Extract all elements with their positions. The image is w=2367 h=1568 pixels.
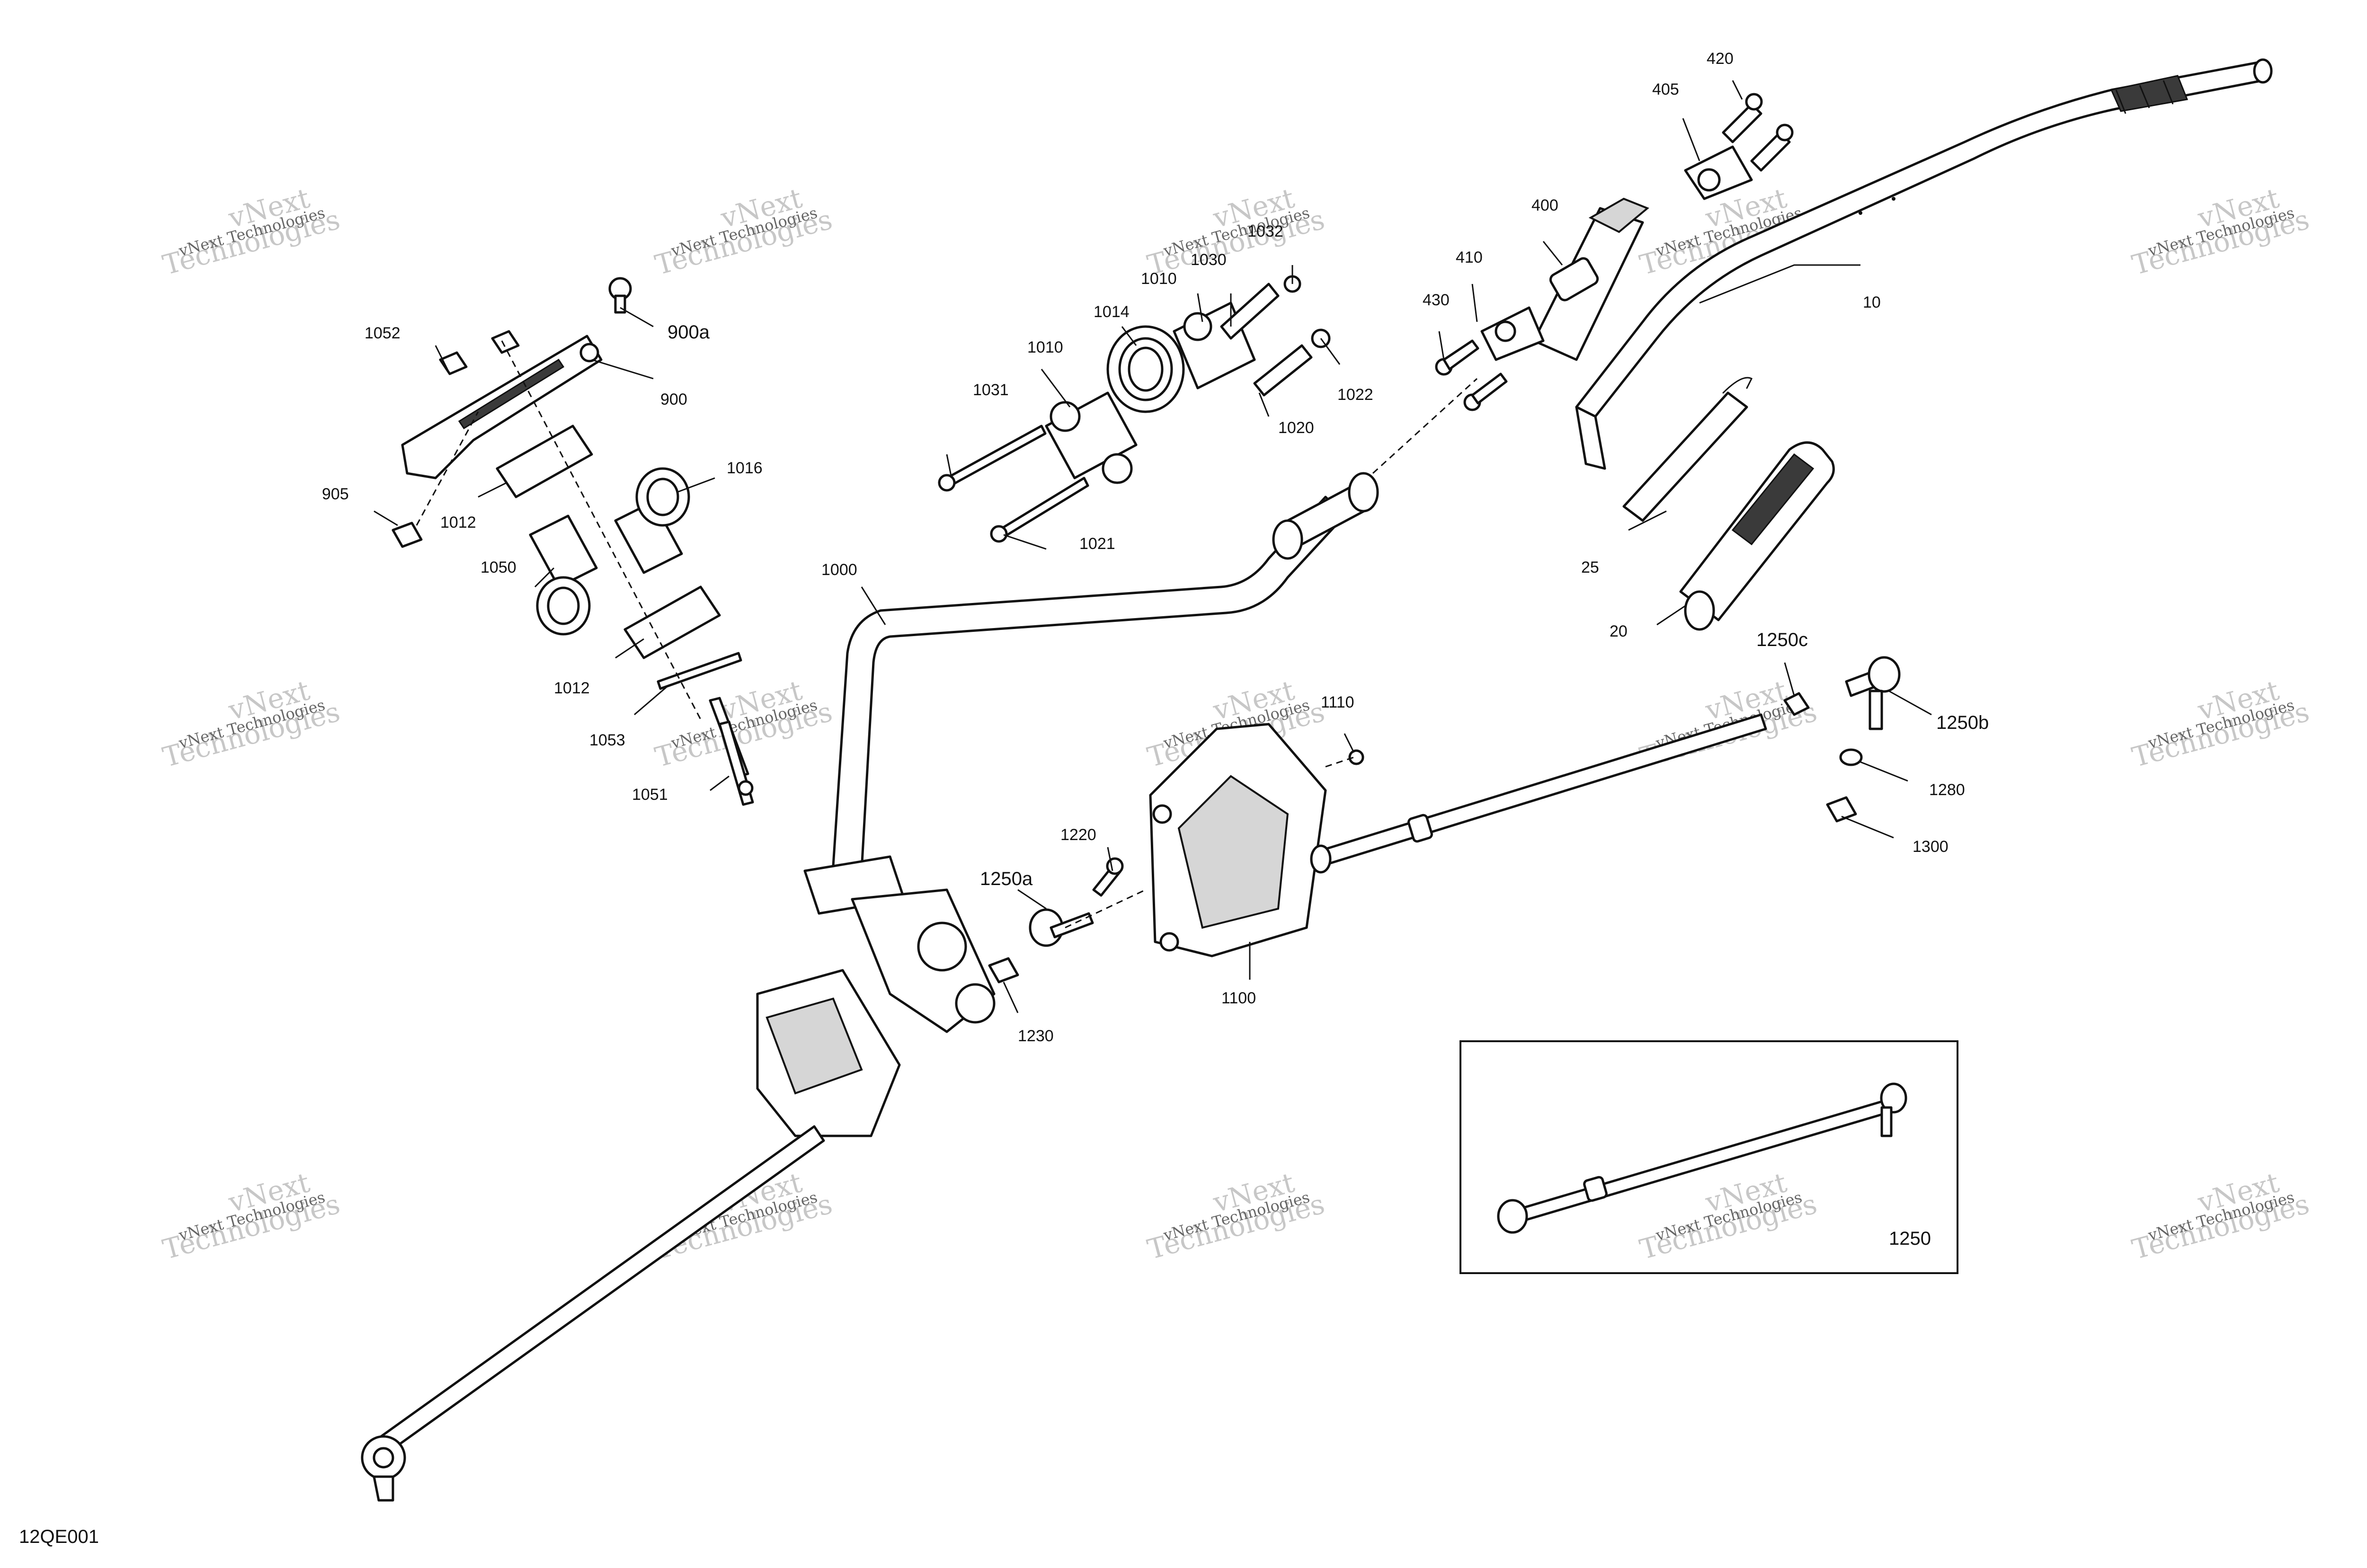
rod-end-1250a — [1029, 908, 1094, 947]
callout-1010-b: 1010 — [1141, 270, 1177, 288]
callout-1110: 1110 — [1321, 693, 1354, 711]
seals-1016 — [536, 467, 690, 636]
steering-shaft-lower — [361, 888, 996, 1502]
callout-1031: 1031 — [973, 381, 1009, 399]
bar-mark — [1892, 197, 1895, 201]
watermark: vNext Technologies vNext Technologies — [160, 1166, 343, 1266]
pin-900a — [608, 277, 632, 314]
riser-clamp-400 — [1532, 197, 1649, 361]
callout-1030: 1030 — [1191, 251, 1227, 269]
callout-1000: 1000 — [821, 561, 857, 579]
callout-1250c: 1250c — [1756, 629, 1808, 650]
watermark: vNext Technologies vNext Technologies — [2129, 182, 2313, 281]
watermark: vNext Technologies vNext Technologies — [1144, 1166, 1328, 1266]
callout-1300: 1300 — [1913, 838, 1949, 856]
grip-sleeve-25 — [1622, 377, 1753, 522]
callout-420: 420 — [1707, 50, 1734, 68]
tie-rod-right — [1310, 713, 1767, 874]
clamp-410 — [1480, 306, 1545, 361]
callout-410: 410 — [1456, 248, 1483, 266]
rod-end-1250b — [1845, 656, 1901, 730]
callout-20: 20 — [1610, 622, 1628, 640]
callout-1032: 1032 — [1247, 222, 1283, 240]
callout-10: 10 — [1863, 293, 1881, 311]
callout-1052: 1052 — [365, 324, 400, 342]
callout-1021: 1021 — [1079, 535, 1115, 553]
steering-housing-1100 — [1149, 723, 1327, 957]
callout-400: 400 — [1531, 196, 1558, 214]
callout-1250b: 1250b — [1936, 712, 1989, 733]
handlebar-10 — [1575, 58, 2273, 470]
leader-lines — [374, 80, 1932, 1013]
callout-1050: 1050 — [481, 558, 516, 576]
callout-1014: 1014 — [1094, 303, 1130, 321]
bolts-1051 — [709, 697, 754, 806]
assembly-line — [1065, 756, 1354, 929]
callout-labels: 10 20 25 400 405 410 420 430 900 900a 90… — [322, 50, 1989, 1249]
watermark: vNext Technologies vNext Technologies — [160, 674, 343, 773]
callout-1022: 1022 — [1337, 386, 1373, 404]
shim-1053 — [657, 652, 742, 690]
callout-1012-b: 1012 — [554, 679, 590, 697]
callout-1051: 1051 — [632, 786, 668, 804]
callout-430: 430 — [1423, 291, 1450, 309]
callout-1020: 1020 — [1278, 419, 1314, 437]
callout-900: 900 — [660, 390, 687, 408]
callout-1250: 1250 — [1889, 1228, 1931, 1249]
nut-905 — [392, 522, 423, 548]
bolt-430 — [1435, 339, 1508, 411]
callout-1016: 1016 — [727, 459, 763, 477]
callout-405: 405 — [1652, 80, 1679, 98]
callout-905: 905 — [322, 485, 349, 503]
callout-1053: 1053 — [589, 731, 625, 749]
assembly-line — [1372, 378, 1478, 474]
bolts-1021-1031 — [938, 425, 1089, 543]
washer-1280 — [1839, 748, 1863, 766]
callout-1010-a: 1010 — [1027, 338, 1063, 356]
inset-frame-1250 — [1459, 1040, 1958, 1274]
callout-1280: 1280 — [1929, 781, 1965, 799]
callout-1012-a: 1012 — [440, 514, 476, 532]
bearing-1014 — [1106, 325, 1185, 413]
watermark: vNext Technologies vNext Technologies — [160, 182, 343, 281]
nuts-1052 — [439, 330, 520, 375]
watermark: vNext Technologies vNext Technologies — [2129, 1166, 2313, 1266]
grip-20 — [1679, 441, 1835, 631]
steering-column-1000 — [803, 472, 1379, 915]
watermark: vNext Technologies vNext Technologies — [1144, 182, 1328, 281]
nut-1230 — [988, 957, 1019, 983]
bolt-1220 — [1092, 857, 1124, 897]
watermark: vNext Technologies vNext Technologies — [652, 182, 836, 281]
callout-1250a: 1250a — [980, 868, 1033, 889]
callout-1100: 1100 — [1221, 989, 1256, 1007]
nut-1300 — [1826, 796, 1857, 823]
clamp-halves-1012 — [496, 425, 721, 659]
callout-1220: 1220 — [1060, 826, 1096, 844]
bolt-420 — [1722, 93, 1794, 172]
callout-900a: 900a — [667, 322, 710, 343]
callout-1230: 1230 — [1018, 1027, 1054, 1045]
bar-mark — [1859, 211, 1862, 215]
callout-25: 25 — [1581, 558, 1599, 576]
drawing-id: 12QE001 — [19, 1526, 99, 1547]
assembly-line — [416, 340, 702, 720]
bracket-900 — [401, 335, 603, 479]
tie-rod-1250-inset — [1497, 1082, 1907, 1234]
screw-1110 — [1348, 749, 1364, 765]
watermark: vNext Technologies vNext Technologies — [2129, 674, 2313, 773]
clamp-405 — [1684, 145, 1753, 200]
